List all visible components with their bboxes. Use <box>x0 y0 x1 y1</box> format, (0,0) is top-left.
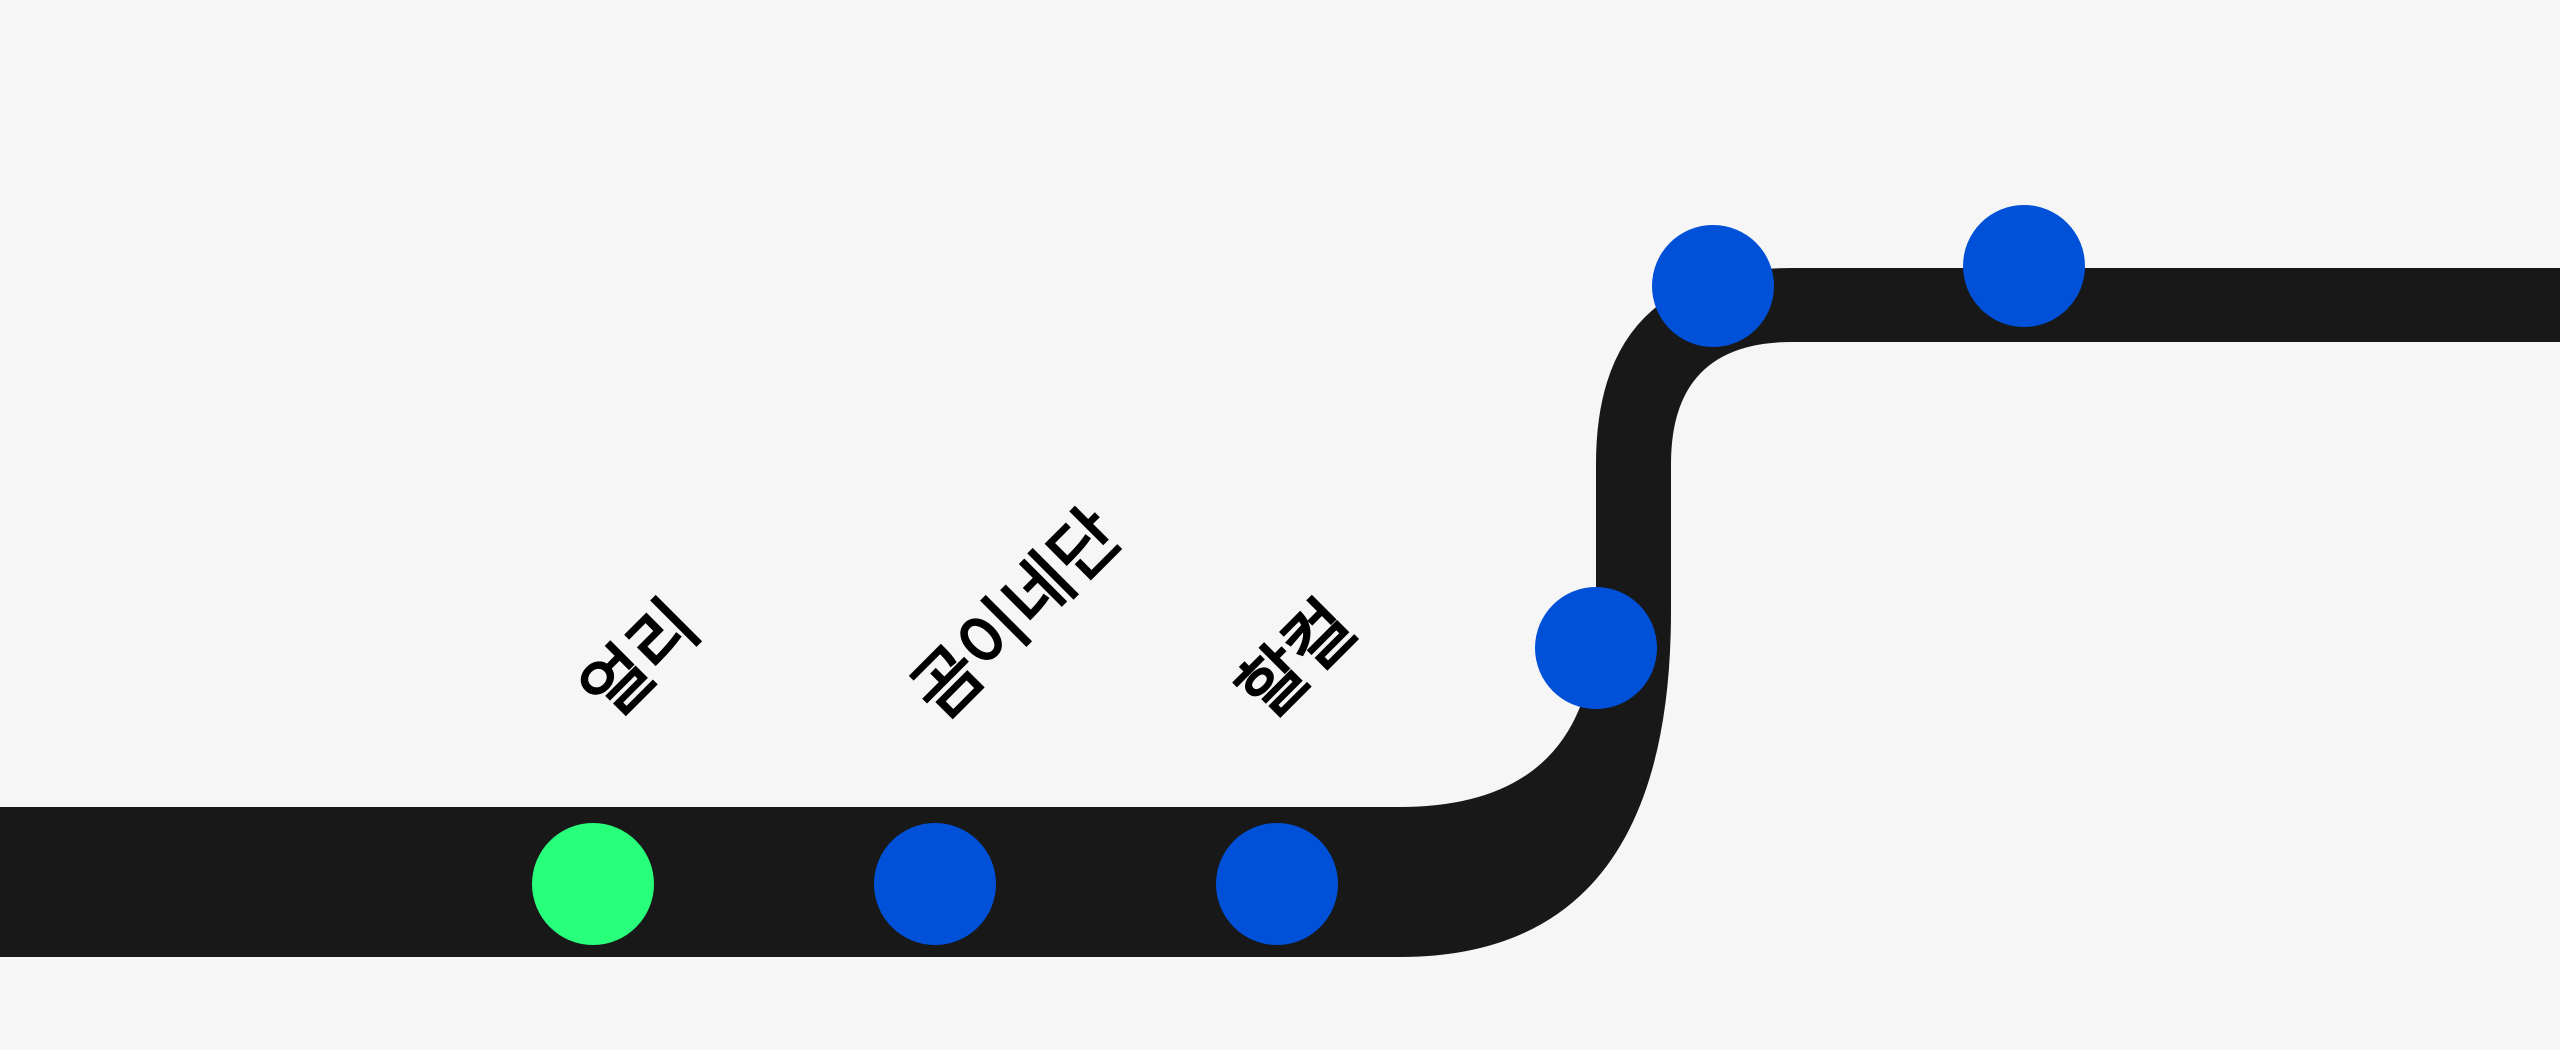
station-markers <box>532 205 2085 945</box>
station-marker-s2[interactable] <box>874 823 996 945</box>
station-marker-s1[interactable] <box>532 823 654 945</box>
station-marker-s5[interactable] <box>1652 225 1774 347</box>
station-marker-s6[interactable] <box>1963 205 2085 327</box>
station-marker-s3[interactable] <box>1216 823 1338 945</box>
route-line <box>0 268 2560 957</box>
station-marker-s4[interactable] <box>1535 587 1657 709</box>
